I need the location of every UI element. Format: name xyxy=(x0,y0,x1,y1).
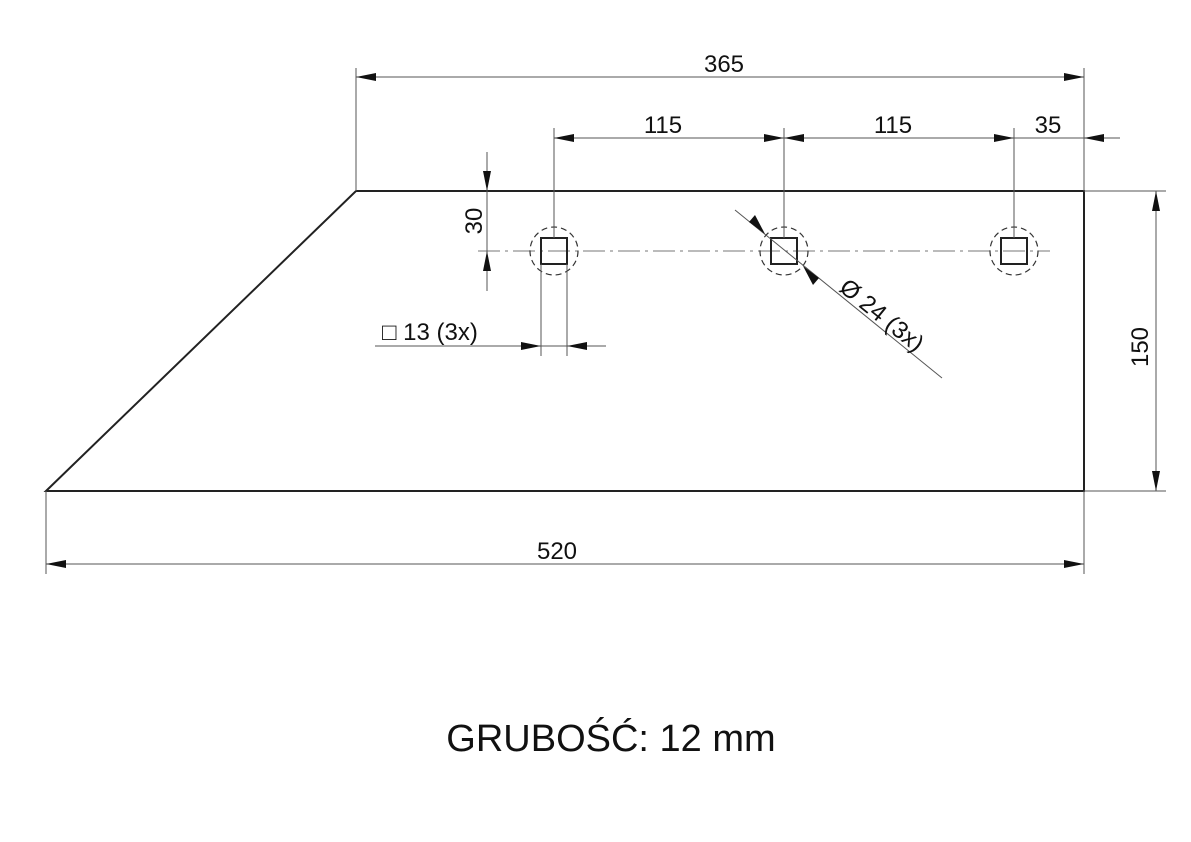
svg-text:Ø 24 (3x): Ø 24 (3x) xyxy=(834,274,929,358)
svg-text:35: 35 xyxy=(1035,112,1062,139)
svg-text:30: 30 xyxy=(461,208,488,235)
extension-lines xyxy=(45,68,1166,574)
plate-outline xyxy=(43,190,1085,492)
dimension-30: 30 xyxy=(461,152,491,291)
svg-text:365: 365 xyxy=(704,51,744,78)
dimension-365: 365 xyxy=(356,51,1084,81)
dimension-square-13: □ 13 (3x) xyxy=(375,319,606,350)
svg-text:520: 520 xyxy=(537,538,577,565)
dimension-diameter-24: Ø 24 (3x) xyxy=(734,209,943,379)
dimension-150: 150 xyxy=(1127,191,1160,491)
svg-text:150: 150 xyxy=(1127,327,1154,367)
svg-text:□ 13 (3x): □ 13 (3x) xyxy=(382,319,478,346)
svg-text:115: 115 xyxy=(644,112,682,139)
dimension-hole-spacing: 115 115 35 xyxy=(554,112,1120,142)
dimension-520: 520 xyxy=(46,538,1084,568)
thickness-label: GRUBOŚĆ: 12 mm xyxy=(446,715,775,760)
svg-text:115: 115 xyxy=(874,112,912,139)
